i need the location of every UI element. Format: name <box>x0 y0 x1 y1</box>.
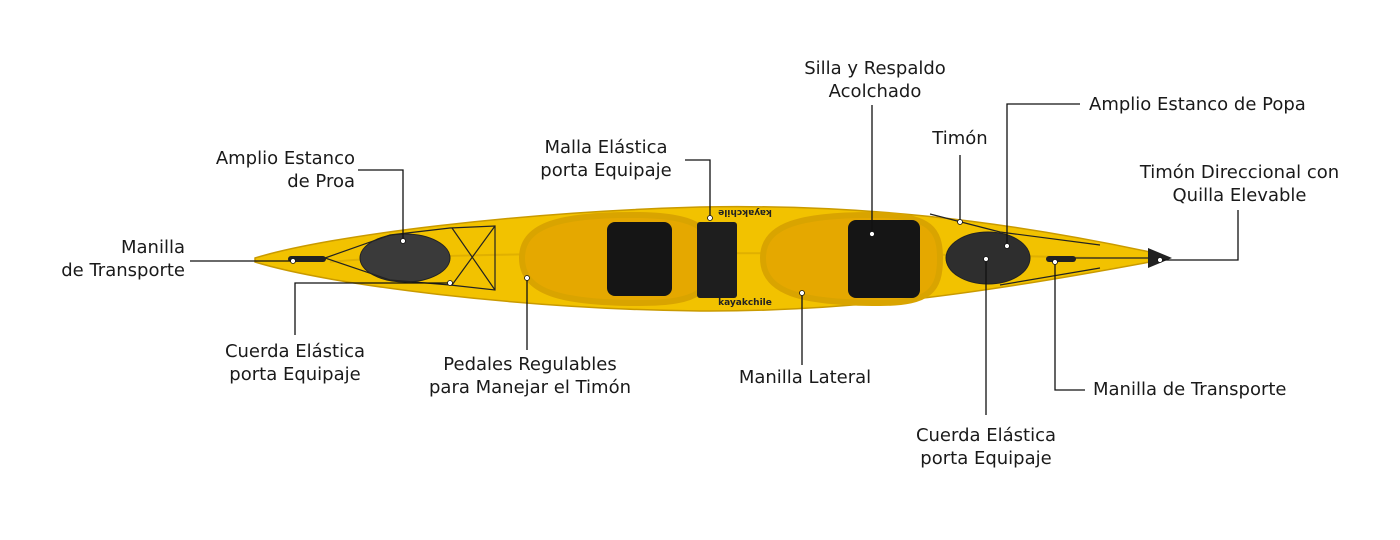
label-pedales: Pedales Regulables para Manejar el Timón <box>410 353 650 399</box>
label-line: Acolchado <box>828 81 922 102</box>
label-line: Manilla Lateral <box>738 367 872 388</box>
label-line: Pedales Regulables <box>443 354 617 375</box>
logo-top: kayakchile <box>718 207 772 217</box>
logo-bottom: kayakchile <box>718 298 772 308</box>
label-line: Malla Elástica <box>544 137 668 158</box>
label-malla: Malla Elástica porta Equipaje <box>526 136 686 182</box>
label-estanco-proa: Amplio Estanco de Proa <box>216 147 355 193</box>
label-line: porta Equipaje <box>229 364 361 385</box>
label-line: porta Equipaje <box>920 448 1052 469</box>
label-timon-direccional: Timón Direccional con Quilla Elevable <box>1122 161 1357 207</box>
label-cuerda-proa: Cuerda Elástica porta Equipaje <box>210 340 380 386</box>
label-manilla-proa: Manilla de Transporte <box>61 236 185 282</box>
label-manilla-lateral: Manilla Lateral <box>720 366 890 389</box>
label-line: Manilla de Transporte <box>1093 379 1287 400</box>
label-line: Quilla Elevable <box>1172 185 1307 206</box>
rear-handle <box>1046 256 1076 262</box>
label-line: Amplio Estanco de Popa <box>1089 94 1306 115</box>
label-silla: Silla y Respaldo Acolchado <box>790 57 960 103</box>
front-cockpit <box>518 211 716 307</box>
label-line: Amplio Estanco <box>215 148 355 169</box>
callout-dots <box>290 215 1163 296</box>
front-hatch <box>359 233 451 283</box>
front-seat <box>607 222 672 296</box>
label-line: Timón Direccional con <box>1139 162 1340 183</box>
label-timon: Timón <box>910 127 1010 150</box>
label-line: porta Equipaje <box>540 160 672 181</box>
label-line: Cuerda Elástica <box>224 341 366 362</box>
rear-seat <box>848 220 920 298</box>
label-manilla-popa: Manilla de Transporte <box>1093 378 1286 401</box>
label-line: para Manejar el Timón <box>429 377 631 398</box>
label-cuerda-popa: Cuerda Elástica porta Equipaje <box>900 424 1072 470</box>
label-line: Manilla <box>120 237 185 258</box>
label-line: de Transporte <box>61 260 185 281</box>
label-line: Cuerda Elástica <box>915 425 1057 446</box>
label-line: de Proa <box>287 171 355 192</box>
cargo-net <box>697 222 737 298</box>
leader-lines <box>190 103 1239 415</box>
rear-cockpit <box>759 211 944 307</box>
label-line: Silla y Respaldo <box>804 58 946 79</box>
label-estanco-popa: Amplio Estanco de Popa <box>1089 93 1306 116</box>
label-line: Timón <box>932 128 988 149</box>
front-handle <box>288 256 326 262</box>
